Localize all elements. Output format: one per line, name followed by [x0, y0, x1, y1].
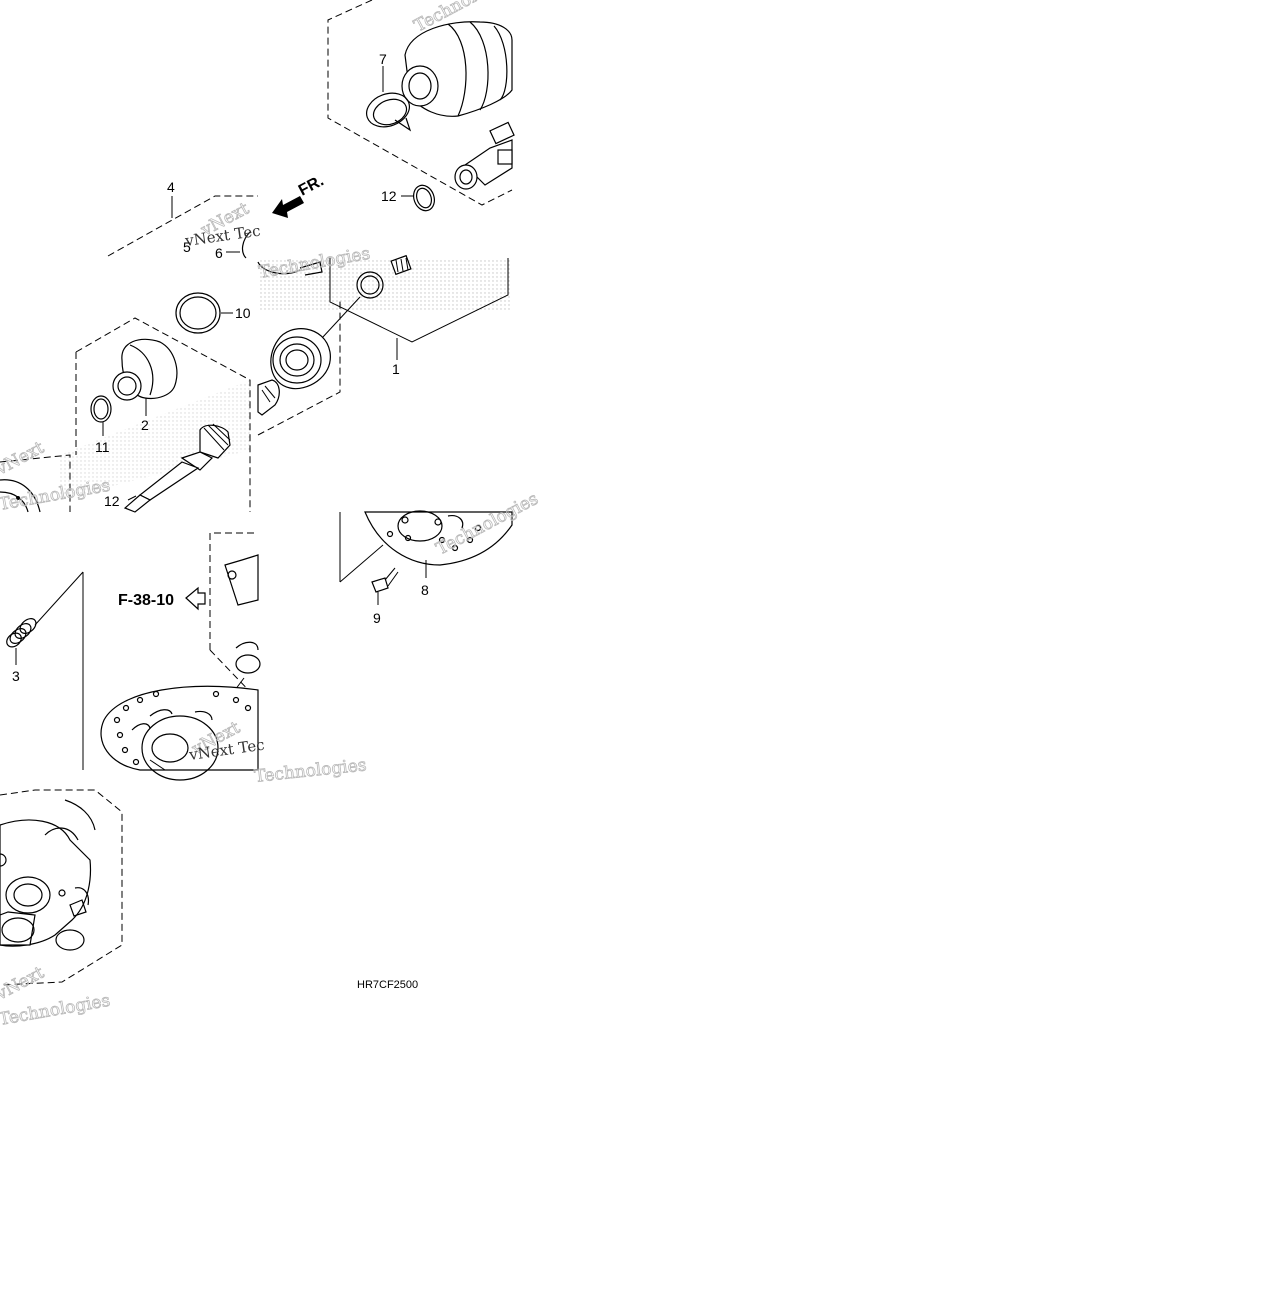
- callout-4: 4: [167, 179, 175, 195]
- diagram-code: HR7CF2500: [357, 979, 418, 991]
- o-ring-10: [175, 292, 221, 334]
- brake-disc-right: [339, 510, 513, 605]
- flange-bolt: [371, 567, 399, 593]
- background-halftone: [60, 258, 510, 500]
- front-direction-arrow: FR.: [272, 172, 327, 218]
- watermark-text: vNext: [0, 438, 47, 480]
- callout-1: 1: [392, 361, 400, 377]
- watermark-text: Technologies: [253, 755, 367, 787]
- watermark-text: vNext: [0, 963, 47, 1005]
- callout-7: 7: [379, 51, 387, 67]
- oil-seal: [270, 328, 331, 390]
- joint-yoke: [454, 121, 515, 190]
- small-ring: [356, 271, 384, 299]
- callout-2: 2: [141, 417, 149, 433]
- inner-boot: [112, 338, 178, 401]
- brake-disc-lower: [100, 685, 259, 781]
- spring-assembly: [6, 571, 84, 770]
- spline-stub: [390, 254, 412, 276]
- callout-5: 5: [183, 239, 191, 255]
- callout-6: 6: [215, 245, 223, 261]
- ring-upper: [413, 184, 435, 212]
- cross-reference-label: F-38-10: [118, 592, 174, 609]
- drive-shaft: [123, 423, 231, 513]
- ring-11: [90, 395, 112, 423]
- callout-labels: 1 2 3 4 5 6 7 8 9 10 11 12 12: [12, 51, 429, 684]
- shaft-assembly-panel: [107, 195, 509, 436]
- callout-12-lower: 12: [104, 493, 120, 509]
- callout-9: 9: [373, 610, 381, 626]
- outer-boot: [401, 21, 513, 117]
- left-partial-hub: [0, 454, 71, 513]
- callout-3: 3: [12, 668, 20, 684]
- knuckle-hub-panel: [0, 789, 123, 986]
- inner-joint-panel: [75, 317, 251, 513]
- shaft-end: [257, 379, 280, 416]
- callout-12-upper: 12: [381, 188, 397, 204]
- front-direction-label: FR.: [296, 172, 327, 199]
- coil-spring: [6, 618, 37, 648]
- callout-11: 11: [95, 439, 110, 455]
- callout-10: 10: [235, 305, 251, 321]
- reference-arrow: [185, 586, 206, 611]
- upper-boot-panel: [327, 0, 515, 212]
- boot-band-clamp: [366, 92, 412, 132]
- callout-8: 8: [421, 582, 429, 598]
